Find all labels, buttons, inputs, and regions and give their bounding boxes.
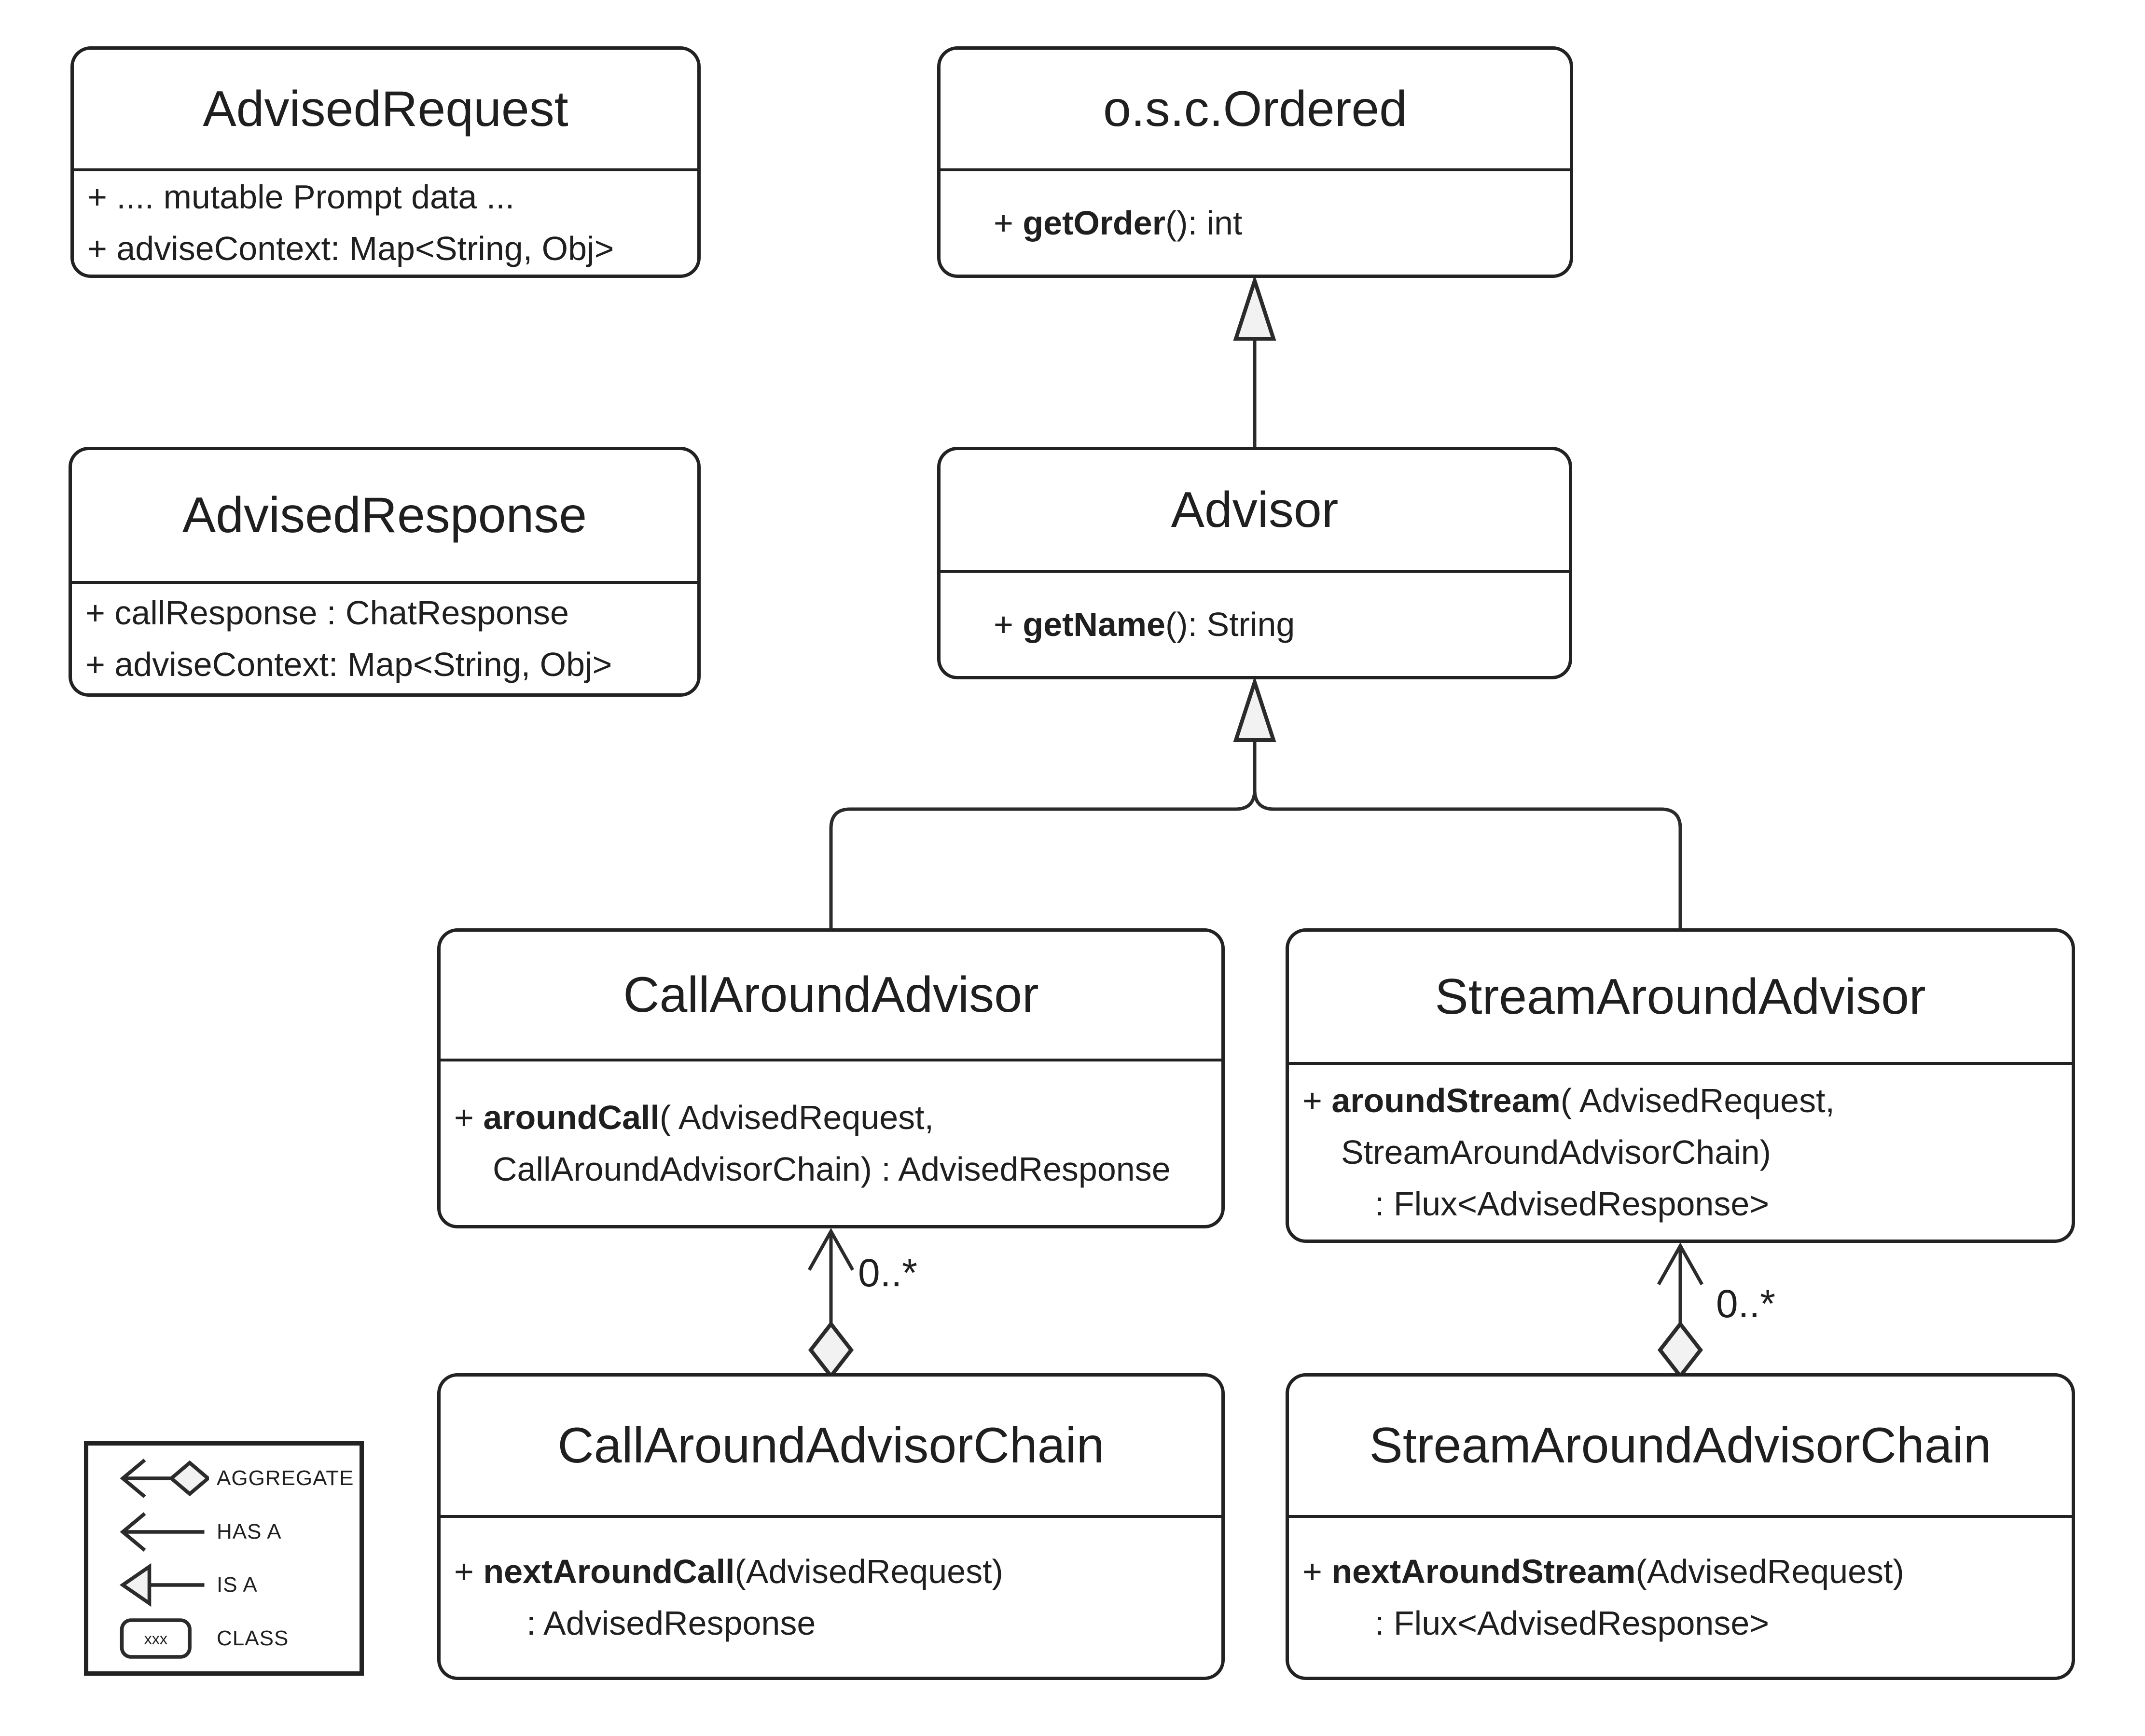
method-line: + getName(): String (994, 599, 1559, 650)
class-ordered: o.s.c.Ordered + getOrder(): int (937, 46, 1573, 278)
method-text: : Flux<AdvisedResponse> (1375, 1604, 1770, 1642)
class-title: CallAroundAdvisor (623, 967, 1039, 1023)
class-members: + aroundStream( AdvisedRequest, StreamAr… (1289, 1062, 2072, 1240)
method-text: + (994, 204, 1023, 242)
class-members: + nextAroundCall(AdvisedRequest) : Advis… (441, 1515, 1221, 1677)
class-title: o.s.c.Ordered (1103, 81, 1408, 137)
method-text: (AdvisedRequest) (734, 1552, 1003, 1590)
class-members: + callResponse : ChatResponse + adviseCo… (72, 581, 697, 693)
attr-text: + .... mutable Prompt data ... (87, 178, 515, 216)
class-title: AdvisedResponse (182, 487, 587, 543)
has-a-arrowhead-icon (120, 1512, 146, 1552)
class-advisor: Advisor + getName(): String (937, 447, 1572, 679)
method-name: getOrder (1023, 204, 1165, 242)
method-text: ( AdvisedRequest, (659, 1098, 934, 1136)
attr-text: + callResponse : ChatResponse (85, 593, 569, 632)
method-line: + nextAroundCall(AdvisedRequest) (454, 1546, 1212, 1598)
class-title: AdvisedRequest (203, 81, 568, 137)
method-name: nextAroundStream (1331, 1552, 1636, 1590)
method-text: (AdvisedRequest) (1635, 1552, 1904, 1590)
class-members: + getName(): String (941, 570, 1569, 676)
method-text: + (994, 605, 1023, 643)
aggregate-diamond-icon (168, 1460, 209, 1497)
is-a-symbol-icon (119, 1563, 205, 1607)
class-title: StreamAroundAdvisorChain (1369, 1418, 1992, 1474)
multiplicity-label-stream: 0..* (1716, 1282, 1776, 1326)
isa-triangle-advisor-icon (1233, 676, 1276, 742)
class-title: StreamAroundAdvisor (1435, 968, 1926, 1025)
attribute-line: + callResponse : ChatResponse (85, 587, 688, 639)
aggregate-diamond-stream-icon (1657, 1321, 1703, 1379)
method-text: + (454, 1552, 484, 1590)
legend-row-is-a: IS A (117, 1561, 353, 1609)
class-call-around-advisor: CallAroundAdvisor + aroundCall( AdvisedR… (437, 928, 1225, 1228)
class-stream-around-advisor-chain: StreamAroundAdvisorChain + nextAroundStr… (1286, 1373, 2075, 1680)
attr-text: + adviseContext: Map<String, Obj> (87, 230, 614, 267)
method-line: + getOrder(): int (994, 197, 1560, 249)
legend: AGGREGATE HAS A IS A xxx CLASS (84, 1441, 364, 1676)
method-name: nextAroundCall (483, 1552, 735, 1590)
legend-row-class: xxx CLASS (117, 1614, 353, 1663)
method-line: : AdvisedResponse (454, 1598, 1212, 1649)
aggregate-arrowhead-icon (120, 1459, 146, 1499)
method-text: : AdvisedResponse (526, 1604, 816, 1642)
method-name: aroundCall (483, 1098, 660, 1136)
class-stream-around-advisor: StreamAroundAdvisor + aroundStream( Advi… (1286, 928, 2075, 1243)
class-title: CallAroundAdvisorChain (557, 1418, 1105, 1474)
class-symbol-icon: xxx (120, 1618, 192, 1659)
isa-triangle-ordered-icon (1233, 275, 1276, 341)
legend-label-aggregate: AGGREGATE (217, 1466, 354, 1490)
class-members: + nextAroundStream(AdvisedRequest) : Flu… (1289, 1515, 2072, 1677)
legend-label-is-a: IS A (217, 1573, 258, 1597)
class-members: + aroundCall( AdvisedRequest, CallAround… (441, 1059, 1221, 1225)
method-line: StreamAroundAdvisorChain) (1302, 1127, 2062, 1178)
attribute-line: + adviseContext: Map<String, Obj> (85, 639, 688, 690)
class-members: + getOrder(): int (941, 168, 1570, 275)
class-title: Advisor (1171, 482, 1339, 538)
method-name: aroundStream (1331, 1081, 1561, 1119)
attr-text: + adviseContext: Map<String, Obj> (85, 645, 612, 683)
method-text: StreamAroundAdvisorChain) (1341, 1133, 1771, 1171)
legend-label-has-a: HAS A (217, 1519, 282, 1543)
legend-label-class: CLASS (217, 1626, 289, 1650)
method-line: + aroundStream( AdvisedRequest, (1302, 1075, 2062, 1127)
legend-row-aggregate: AGGREGATE (117, 1454, 353, 1502)
method-line: : Flux<AdvisedResponse> (1302, 1598, 2062, 1649)
aggregate-arrowhead-call-icon (807, 1227, 855, 1271)
attribute-line: + adviseContext: Map<String, Obj> (87, 223, 688, 275)
method-text: : Flux<AdvisedResponse> (1375, 1185, 1770, 1223)
is-a-triangle-icon (119, 1563, 152, 1607)
attribute-line: + .... mutable Prompt data ... (87, 171, 688, 223)
legend-row-has-a: HAS A (117, 1508, 353, 1556)
class-sample-text: xxx (144, 1630, 167, 1647)
method-line: + aroundCall( AdvisedRequest, (454, 1092, 1212, 1144)
method-text: ( AdvisedRequest, (1560, 1081, 1835, 1119)
aggregate-arrowhead-stream-icon (1657, 1242, 1704, 1285)
method-text: + (1302, 1552, 1332, 1590)
method-text: (): int (1165, 204, 1243, 242)
method-line: + nextAroundStream(AdvisedRequest) (1302, 1546, 2062, 1598)
method-text: + (454, 1098, 484, 1136)
class-advised-request: AdvisedRequest + .... mutable Prompt dat… (70, 46, 701, 278)
isa-branch-callaroundadvisor (829, 789, 1257, 928)
method-name: getName (1023, 605, 1165, 643)
class-sample-box (120, 1618, 192, 1659)
aggregate-diamond-call-icon (808, 1321, 854, 1379)
method-text: (): String (1165, 605, 1295, 643)
class-call-around-advisor-chain: CallAroundAdvisorChain + nextAroundCall(… (437, 1373, 1225, 1680)
multiplicity-label-call: 0..* (858, 1251, 918, 1295)
method-line: CallAroundAdvisorChain) : AdvisedRespons… (454, 1144, 1212, 1195)
aggregate-symbol-icon (120, 1459, 209, 1499)
has-a-symbol-icon (120, 1512, 205, 1552)
method-text: CallAroundAdvisorChain) : AdvisedRespons… (493, 1150, 1171, 1188)
method-text: + (1302, 1081, 1332, 1119)
method-line: : Flux<AdvisedResponse> (1302, 1178, 2062, 1230)
class-advised-response: AdvisedResponse + callResponse : ChatRes… (69, 447, 701, 697)
isa-branch-streamaroundadvisor (1253, 789, 1682, 928)
class-members: + .... mutable Prompt data ... + adviseC… (74, 168, 697, 275)
